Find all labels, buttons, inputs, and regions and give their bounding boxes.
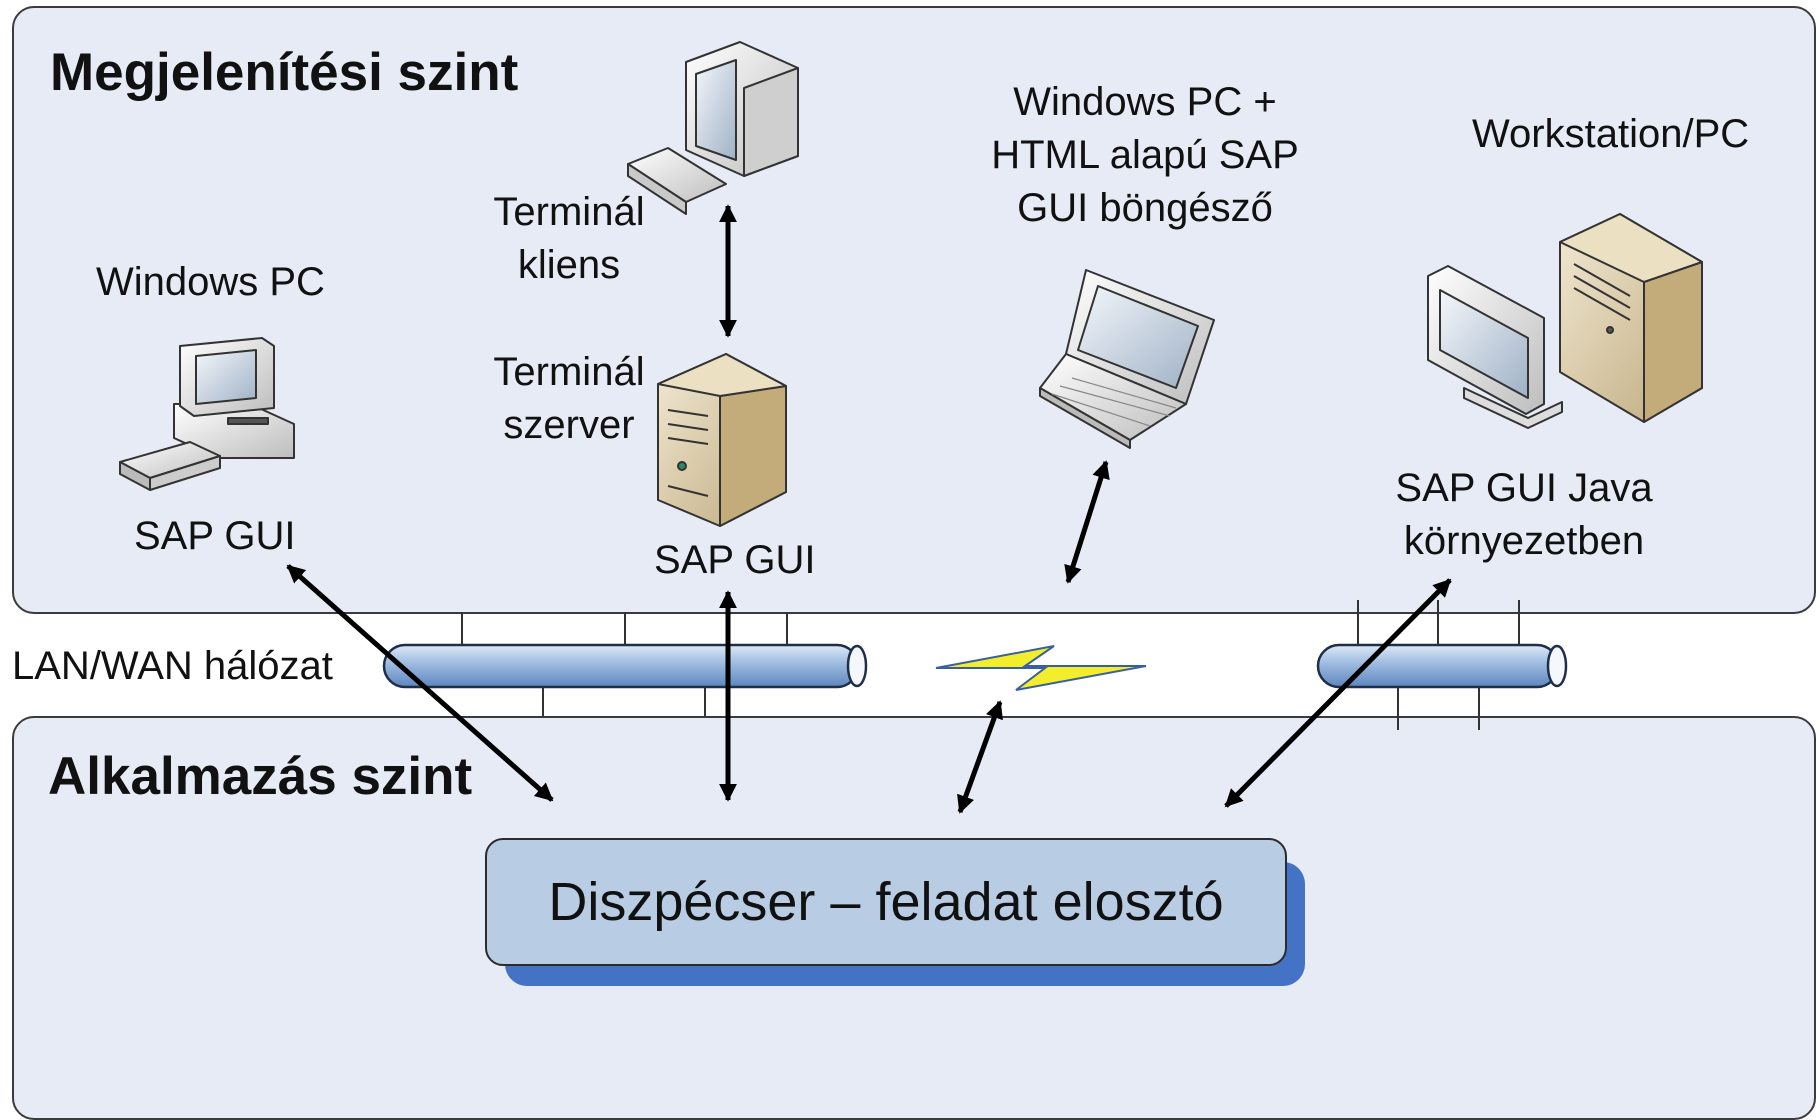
dispatcher-box: Diszpécser – feladat elosztó [485, 838, 1287, 966]
workstation-line1: SAP GUI Java [1395, 466, 1653, 510]
dispatcher-label: Diszpécser – feladat elosztó [548, 872, 1224, 932]
presentation-tier-title: Megjelenítési szint [50, 43, 519, 102]
desktop-pc-icon [119, 337, 295, 491]
workstation-line2: környezetben [1403, 519, 1645, 563]
html-gui-line1: Windows PC + [1013, 80, 1277, 124]
terminal-server-line2: szerver [503, 403, 635, 447]
html-gui-line2: HTML alapú SAP [991, 133, 1299, 177]
diagram-graphics [119, 41, 1703, 814]
laptop-icon [1039, 269, 1215, 449]
server-tower-icon [657, 353, 787, 527]
network-pipe-right [1316, 643, 1568, 689]
terminal-client-line1: Terminál [493, 190, 645, 234]
terminal-sap-gui-label: SAP GUI [654, 538, 816, 582]
arrow-laptop-network [1064, 460, 1110, 584]
terminal-server-label: Terminál szerver [488, 346, 650, 452]
windows-pc-sap-gui-label: SAP GUI [134, 514, 296, 558]
workstation-icon [1427, 213, 1703, 429]
html-gui-label: Windows PC + HTML alapú SAP GUI böngésző [990, 76, 1300, 235]
terminal-client-label: Terminál kliens [488, 186, 650, 292]
connection-arrows [286, 204, 1452, 814]
workstation-title: Workstation/PC [1472, 112, 1750, 156]
network-label: LAN/WAN hálózat [12, 644, 333, 688]
network-pipe-left [382, 643, 868, 689]
html-gui-line3: GUI böngésző [1017, 186, 1273, 230]
terminal-client-line2: kliens [517, 243, 621, 287]
workstation-sap-gui-label: SAP GUI Java környezetben [1388, 462, 1660, 568]
terminal-client-icon [627, 41, 799, 215]
arrow-workstation-dispatcher [1224, 578, 1452, 808]
application-tier-title: Alkalmazás szint [48, 747, 473, 806]
lightning-icon [935, 645, 1147, 691]
arrow-windows-pc-dispatcher [286, 564, 554, 802]
arrow-network-dispatcher [957, 700, 1003, 814]
terminal-server-line1: Terminál [493, 350, 645, 394]
windows-pc-title: Windows PC [96, 260, 325, 304]
